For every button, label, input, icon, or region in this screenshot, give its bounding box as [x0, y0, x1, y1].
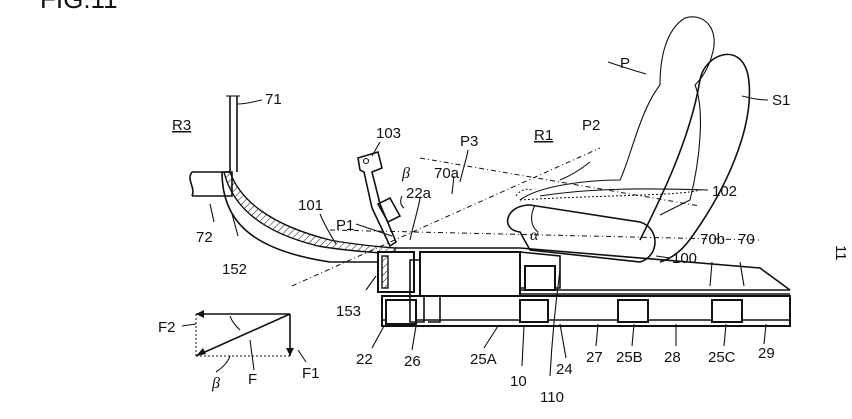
label-110: 110	[540, 389, 564, 406]
label-alpha: α	[530, 227, 539, 244]
tunnel-member-22	[377, 251, 417, 325]
occupant-outline	[519, 16, 715, 216]
label-beta-top: β	[401, 165, 410, 182]
label-25B: 25B	[616, 349, 643, 366]
pedal	[357, 150, 402, 248]
cross-members-25B-25C	[617, 299, 743, 323]
label-25A: 25A	[470, 351, 497, 368]
label-29: 29	[758, 345, 775, 362]
label-152: 152	[222, 261, 247, 278]
label-R3: R3	[172, 117, 191, 134]
label-P3: P3	[460, 133, 478, 150]
side-page-mark: 11	[832, 245, 849, 261]
figure-title: FIG.11	[40, 0, 118, 14]
label-P1: P1	[336, 217, 354, 234]
label-70b: 70b	[700, 231, 725, 248]
leader-lines	[209, 61, 769, 377]
label-P2: P2	[582, 117, 600, 134]
label-25C: 25C	[708, 349, 736, 366]
reference-lines	[291, 147, 761, 287]
part-labels: 71 R3 103 P3 R1 P2 P S1 β 70a 22a 102 10…	[158, 55, 790, 406]
force-diagram	[181, 310, 307, 373]
label-70a: 70a	[434, 165, 460, 182]
label-101: 101	[298, 197, 323, 214]
label-F: F	[248, 371, 257, 388]
label-S1: S1	[772, 92, 790, 109]
label-103: 103	[376, 125, 401, 142]
label-F2: F2	[158, 319, 176, 336]
label-22: 22	[356, 351, 373, 368]
floor-panel-curve	[221, 171, 396, 263]
label-F1: F1	[302, 365, 320, 382]
label-R1: R1	[534, 127, 553, 144]
label-P: P	[620, 55, 630, 72]
label-71: 71	[265, 91, 282, 108]
label-102: 102	[712, 183, 737, 200]
label-72: 72	[196, 229, 213, 246]
label-27: 27	[586, 349, 603, 366]
label-beta-bottom: β	[211, 375, 220, 392]
floor-panel	[395, 247, 791, 295]
label-70: 70	[738, 231, 755, 248]
label-28: 28	[664, 349, 681, 366]
label-22a: 22a	[406, 185, 432, 202]
dash-panel	[226, 95, 240, 172]
label-153: 153	[336, 303, 361, 320]
seat	[506, 53, 751, 263]
label-10: 10	[510, 373, 527, 390]
label-24: 24	[556, 361, 573, 378]
label-100: 100	[672, 250, 697, 267]
label-26: 26	[404, 353, 421, 370]
